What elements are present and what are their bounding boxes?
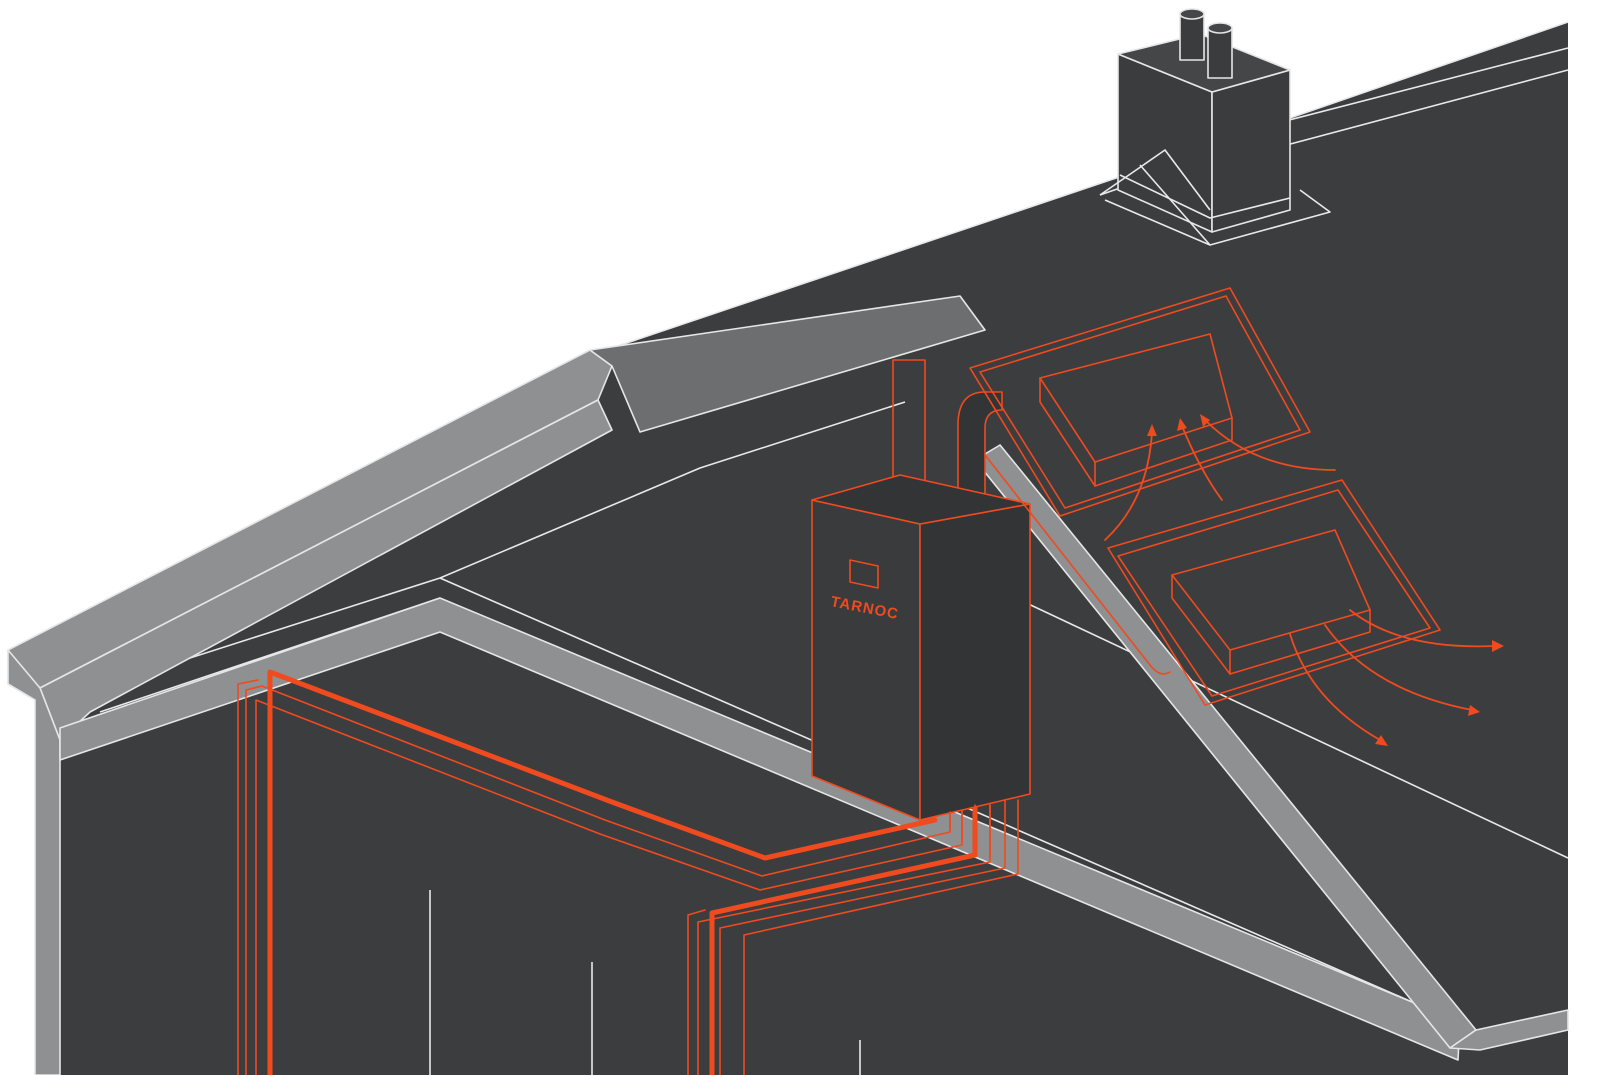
unit-pipe-stubs bbox=[949, 804, 991, 859]
flue-elbow bbox=[957, 391, 1003, 501]
solar-collector-icon bbox=[969, 287, 1441, 706]
collector-link-pipe bbox=[984, 454, 1171, 675]
valley-line-2 bbox=[1019, 599, 1569, 859]
pipe-mid-thin-a bbox=[687, 909, 706, 1075]
barge-board-left-edge bbox=[7, 649, 61, 1075]
flue-pipe-left bbox=[892, 359, 926, 491]
collector-panel-lower bbox=[1107, 479, 1441, 706]
unit-display bbox=[849, 559, 879, 589]
exhaust-arrow-2 bbox=[1324, 624, 1473, 711]
chimney-icon bbox=[1099, 8, 1331, 246]
eave-fascia bbox=[59, 597, 1461, 1061]
chimney-pot-left bbox=[1179, 8, 1205, 61]
collector-panel-upper bbox=[969, 287, 1311, 517]
intake-arrow-3 bbox=[1204, 419, 1336, 471]
pipe-mid-thin-c bbox=[719, 799, 1006, 1075]
gable-fascia bbox=[7, 295, 1569, 1075]
pipe-mid-thin-d bbox=[743, 799, 1019, 1075]
pipe-riser-left-thin-b bbox=[245, 685, 951, 1075]
unit-side bbox=[919, 503, 1031, 821]
pipe-riser-left-thin-a bbox=[237, 679, 259, 1075]
intake-arrow-1 bbox=[1104, 431, 1153, 541]
chimney-pot-right bbox=[1207, 22, 1233, 79]
right-eave-return bbox=[1449, 1009, 1569, 1051]
pipe-riser-left-thick bbox=[267, 669, 938, 1075]
exhaust-arrow-3 bbox=[1349, 609, 1496, 648]
upper-roof-line bbox=[1269, 47, 1569, 126]
barge-board-ridge bbox=[589, 295, 986, 433]
gable-wall bbox=[60, 578, 1568, 1075]
unit-front bbox=[811, 499, 921, 821]
unit-top bbox=[811, 474, 1031, 525]
upper-roof-line-2 bbox=[1267, 69, 1569, 151]
intake-arrow-2 bbox=[1181, 425, 1223, 501]
hip-line bbox=[439, 401, 906, 579]
pipework bbox=[237, 669, 1019, 1075]
chimney-flashing bbox=[1104, 174, 1331, 246]
chimney-cricket bbox=[1099, 149, 1211, 246]
exhaust-arrow-1 bbox=[1289, 633, 1381, 741]
chimney-top bbox=[1117, 33, 1291, 93]
heat-pump-unit-icon: TARNOC bbox=[811, 359, 1031, 859]
airflow-arrow-icon bbox=[1104, 414, 1504, 746]
